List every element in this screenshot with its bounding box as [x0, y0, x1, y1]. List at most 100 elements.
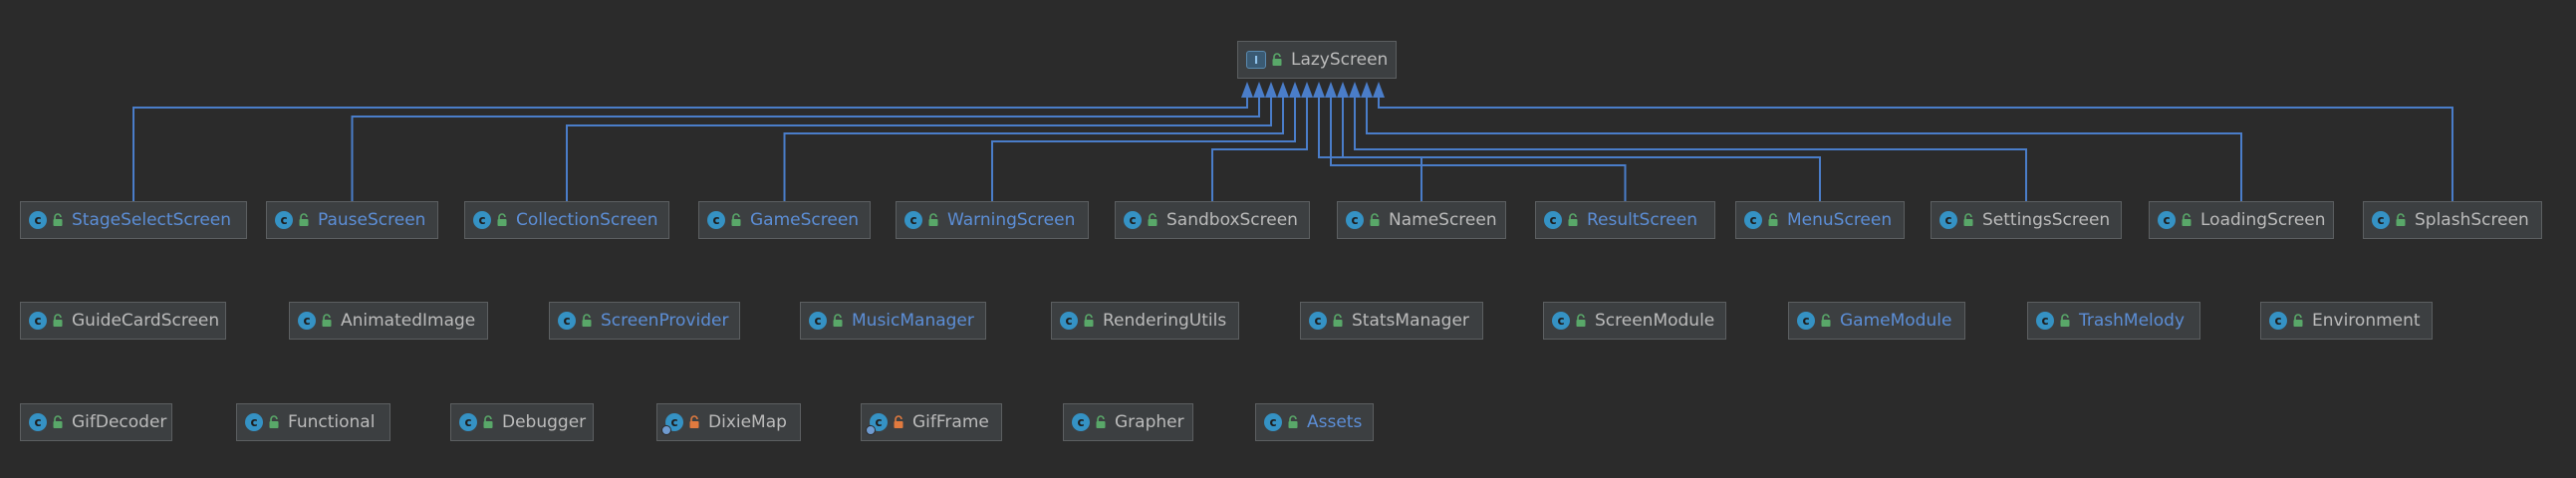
public-visibility-icon — [1962, 213, 1974, 227]
node-sandbox-screen[interactable]: c SandboxScreen — [1115, 201, 1310, 239]
class-icon: c — [1309, 312, 1327, 330]
node-label: Assets — [1307, 412, 1363, 432]
inheritance-arrowhead — [1373, 82, 1385, 98]
node-game-module[interactable]: c GameModule — [1788, 302, 1965, 340]
node-label: SplashScreen — [2415, 210, 2529, 230]
class-icon: c — [29, 211, 47, 229]
public-visibility-icon — [1095, 415, 1107, 429]
class-icon: c — [1060, 312, 1078, 330]
inheritance-edge — [1354, 98, 2027, 201]
node-label: Grapher — [1115, 412, 1184, 432]
node-label: GameModule — [1840, 311, 1952, 331]
class-icon: c — [1797, 312, 1815, 330]
node-label: Functional — [288, 412, 376, 432]
inheritance-edge — [783, 98, 1284, 201]
node-rendering-utils[interactable]: c RenderingUtils — [1051, 302, 1239, 340]
class-icon: c — [1264, 413, 1282, 431]
node-screen-module[interactable]: c ScreenModule — [1543, 302, 1726, 340]
class-icon: c — [558, 312, 576, 330]
node-gif-decoder[interactable]: c GifDecoder — [20, 403, 172, 441]
public-visibility-icon — [52, 415, 64, 429]
inheritance-edge — [1378, 98, 2453, 201]
node-label: GuideCardScreen — [72, 311, 220, 331]
node-label: Debugger — [502, 412, 587, 432]
public-visibility-icon — [1083, 314, 1095, 328]
class-icon: c — [298, 312, 316, 330]
node-label: AnimatedImage — [341, 311, 476, 331]
node-stage-select-screen[interactable]: c StageSelectScreen — [20, 201, 247, 239]
node-debugger[interactable]: c Debugger — [450, 403, 594, 441]
node-label: MenuScreen — [1787, 210, 1893, 230]
class-icon: c — [904, 211, 922, 229]
public-visibility-icon — [581, 314, 593, 328]
public-visibility-icon — [832, 314, 844, 328]
public-visibility-icon — [2181, 213, 2192, 227]
public-visibility-icon — [1575, 314, 1587, 328]
class-icon: c — [275, 211, 293, 229]
class-icon: c — [1552, 312, 1570, 330]
node-label: CollectionScreen — [516, 210, 658, 230]
node-label: ResultScreen — [1587, 210, 1697, 230]
inheritance-arrowhead — [1337, 82, 1349, 98]
public-visibility-icon — [482, 415, 494, 429]
inheritance-edge — [1366, 98, 2242, 201]
node-animated-image[interactable]: c AnimatedImage — [289, 302, 488, 340]
class-icon: c — [1346, 211, 1364, 229]
public-visibility-icon — [1767, 213, 1779, 227]
public-visibility-icon — [2395, 213, 2407, 227]
node-label: StatsManager — [1352, 311, 1469, 331]
class-icon: c — [2158, 211, 2176, 229]
node-label: NameScreen — [1389, 210, 1497, 230]
node-guide-card-screen[interactable]: c GuideCardScreen — [20, 302, 226, 340]
class-icon: c — [29, 312, 47, 330]
public-visibility-icon — [2059, 314, 2071, 328]
node-label: SandboxScreen — [1166, 210, 1298, 230]
public-visibility-icon — [52, 213, 64, 227]
node-label: GifDecoder — [72, 412, 167, 432]
inheritance-edge — [991, 98, 1296, 201]
inheritance-edge — [1330, 98, 1627, 201]
class-icon: c — [1744, 211, 1762, 229]
inheritance-edge — [132, 98, 1248, 201]
node-label: ScreenModule — [1595, 311, 1715, 331]
inheritance-edge — [1342, 98, 1821, 201]
inheritance-edge — [1211, 98, 1308, 201]
class-icon: c — [1124, 211, 1142, 229]
public-visibility-icon — [2292, 314, 2304, 328]
public-visibility-icon — [1147, 213, 1159, 227]
class-icon: c — [29, 413, 47, 431]
class-icon: c — [459, 413, 477, 431]
interface-icon: I — [1246, 51, 1266, 69]
node-label: RenderingUtils — [1103, 311, 1227, 331]
node-lazy-screen[interactable]: I LazyScreen — [1237, 41, 1397, 79]
inheritance-arrowhead — [1241, 82, 1253, 98]
node-assets[interactable]: c Assets — [1255, 403, 1374, 441]
node-label: LazyScreen — [1291, 50, 1389, 70]
node-name-screen[interactable]: c NameScreen — [1337, 201, 1506, 239]
class-icon: c — [809, 312, 827, 330]
inheritance-arrowhead — [1325, 82, 1337, 98]
inner-class-icon: c — [866, 413, 888, 435]
node-stats-manager[interactable]: c StatsManager — [1300, 302, 1483, 340]
node-menu-screen[interactable]: c MenuScreen — [1735, 201, 1905, 239]
class-icon: c — [707, 211, 725, 229]
node-label: StageSelectScreen — [72, 210, 232, 230]
